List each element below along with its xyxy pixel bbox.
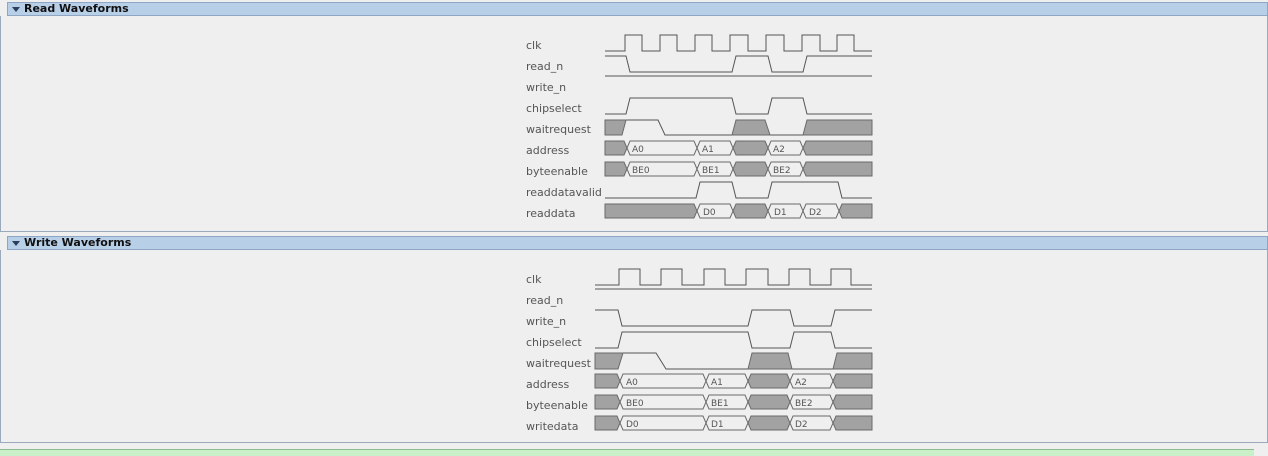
status-bar — [0, 449, 1254, 456]
bus-label-BE2: BE2 — [795, 399, 813, 409]
signal-label-clk: clk — [526, 273, 542, 286]
signal-label-read_n: read_n — [526, 294, 563, 307]
signal-label-readdatavalid: readdatavalid — [526, 186, 602, 199]
signal-label-chipselect: chipselect — [526, 336, 582, 349]
bus-label-A1: A1 — [702, 145, 714, 155]
bus-label-BE2: BE2 — [773, 166, 791, 176]
signal-label-read_n: read_n — [526, 60, 563, 73]
bus-label-BE1: BE1 — [702, 166, 720, 176]
collapse-triangle-icon[interactable] — [12, 240, 20, 246]
bus-label-D1: D1 — [711, 420, 724, 430]
signal-label-byteenable: byteenable — [526, 165, 588, 178]
write-waveforms-header[interactable]: Write Waveforms — [7, 236, 1268, 250]
signal-label-waitrequest: waitrequest — [526, 357, 592, 370]
bus-label-BE0: BE0 — [632, 166, 650, 176]
waveform-readdatavalid — [605, 181, 872, 199]
signal-label-clk: clk — [526, 39, 542, 52]
waveform-waitrequest-line — [626, 119, 732, 136]
signal-label-write_n: write_n — [526, 315, 566, 328]
waitrequest-undefined-1 — [747, 352, 793, 370]
write-waveform-diagram: clk read_n write_n chipselect waitreques… — [526, 268, 873, 433]
waitrequest-undefined-0 — [594, 352, 624, 370]
waveform-write_n — [595, 309, 872, 327]
waveform-clk — [605, 34, 872, 52]
waveform-chipselect — [595, 331, 872, 349]
bus-label-D0: D0 — [703, 208, 716, 218]
signal-label-write_n: write_n — [526, 81, 566, 94]
waitrequest-undefined-1 — [731, 119, 771, 136]
bus-label-D1: D1 — [774, 208, 787, 218]
read-waveforms-title: Read Waveforms — [24, 2, 129, 15]
bus-label-D0: D0 — [626, 420, 639, 430]
bus-label-A2: A2 — [773, 145, 785, 155]
signal-label-readdata: readdata — [526, 207, 576, 220]
waveform-waitrequest-line — [619, 352, 748, 370]
signal-label-address: address — [526, 144, 569, 157]
bus-label-A0: A0 — [626, 378, 638, 388]
bus-label-A1: A1 — [711, 378, 723, 388]
waveform-chipselect — [605, 97, 872, 115]
waitrequest-undefined-0 — [604, 119, 627, 136]
signal-label-byteenable: byteenable — [526, 399, 588, 412]
read-waveform-diagram: clk read_n write_n chipselect waitreques… — [526, 34, 873, 220]
bus-label-BE0: BE0 — [626, 399, 644, 409]
signal-label-chipselect: chipselect — [526, 102, 582, 115]
signal-label-writedata: writedata — [526, 420, 578, 433]
write-waveforms-title: Write Waveforms — [24, 236, 132, 249]
bus-label-A0: A0 — [632, 145, 644, 155]
signal-label-address: address — [526, 378, 569, 391]
waitrequest-undefined-2 — [832, 352, 873, 370]
signal-label-waitrequest: waitrequest — [526, 123, 592, 136]
bus-label-BE1: BE1 — [711, 399, 729, 409]
bus-label-D2: D2 — [809, 208, 822, 218]
collapse-triangle-icon[interactable] — [12, 6, 20, 12]
waveform-read_n — [605, 55, 872, 73]
bus-label-D2: D2 — [795, 420, 808, 430]
bus-label-A2: A2 — [795, 378, 807, 388]
waveform-clk — [595, 268, 872, 286]
read-waveforms-header[interactable]: Read Waveforms — [7, 2, 1268, 16]
waitrequest-undefined-2 — [802, 119, 873, 136]
